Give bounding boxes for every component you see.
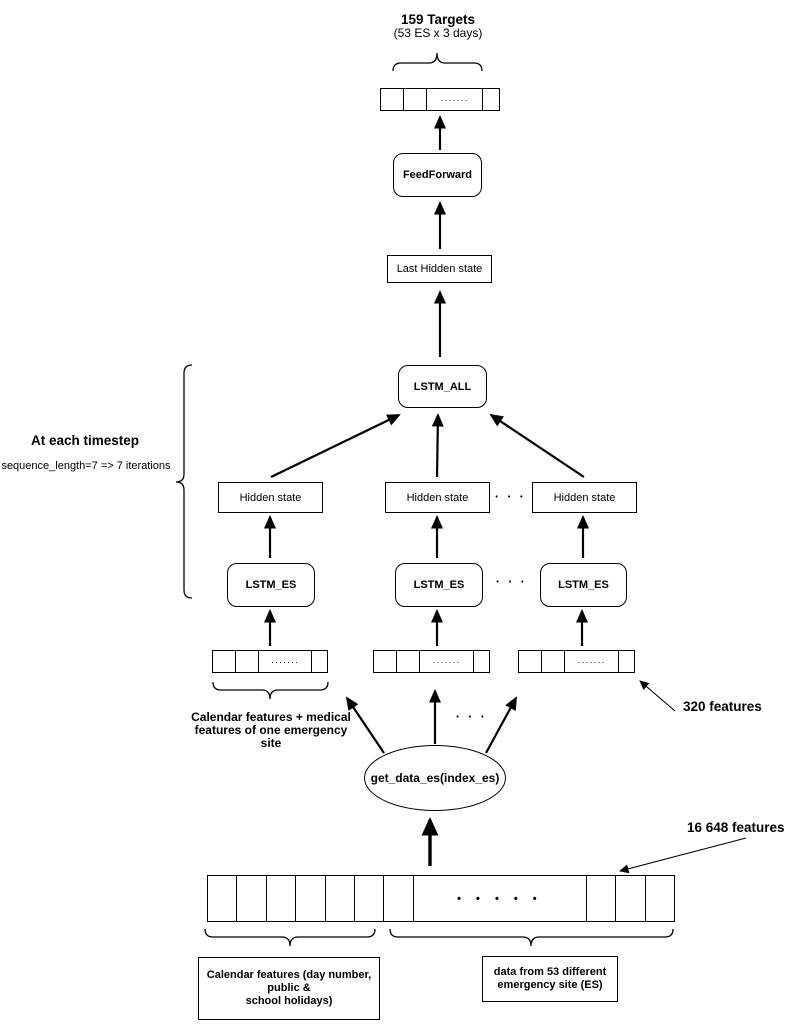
calendar-legend-line2: school holidays) xyxy=(245,995,333,1007)
arrow-320-features-pointer xyxy=(639,680,676,712)
vector-cell xyxy=(374,651,397,672)
timestep-title: At each timestep xyxy=(30,433,140,448)
vector-cell xyxy=(519,651,542,672)
vector-cell xyxy=(384,876,414,921)
vector-cell xyxy=(646,876,674,921)
es-data-legend-box: data from 53 different emergency site (E… xyxy=(482,956,618,1002)
brace-vector1 xyxy=(212,681,329,700)
vector-dots: ······· xyxy=(259,651,312,672)
vector-cell xyxy=(312,651,327,672)
vector-cell xyxy=(397,651,420,672)
feature-vector-2: ······· xyxy=(373,650,490,673)
brace-es-data-part xyxy=(389,928,674,947)
calendar-medical-caption-line2: features of one emergency site xyxy=(194,723,348,750)
arrow-getdata-to-vector3 xyxy=(485,696,517,754)
hidden-row-ellipsis: • • • xyxy=(495,494,527,501)
vector-cell xyxy=(542,651,565,672)
calendar-legend-box: Calendar features (day number, public & … xyxy=(198,957,380,1020)
vector-cell xyxy=(381,89,404,110)
es-data-legend-line1: data from 53 different xyxy=(493,966,607,978)
hidden-state-node-3: Hidden state xyxy=(532,482,637,513)
fanout-ellipsis: • • • xyxy=(456,714,488,721)
vector-dots: ······· xyxy=(420,651,474,672)
vector-cell xyxy=(616,876,646,921)
lstm-es-node-3: LSTM_ES xyxy=(540,563,627,607)
vector-cell xyxy=(587,876,616,921)
lstm-es-node-2: LSTM_ES xyxy=(395,563,483,607)
vector-dots: ······· xyxy=(565,651,619,672)
vector-cell xyxy=(213,651,236,672)
vector-cell xyxy=(355,876,385,921)
input-vector: • • • • • xyxy=(207,875,675,922)
vector-dots: ······· xyxy=(427,89,483,110)
timestep-detail: sequence_length=7 => 7 iterations xyxy=(1,460,171,472)
feedforward-node: FeedForward xyxy=(393,153,482,197)
lstm-es-node-1: LSTM_ES xyxy=(227,563,315,607)
vector-cell xyxy=(326,876,355,921)
calendar-legend-line1: Calendar features (day number, public & xyxy=(206,969,372,994)
vector-cell xyxy=(483,89,499,110)
vector-cell xyxy=(474,651,489,672)
feature-vector-3: ······· xyxy=(518,650,635,673)
get-data-es-node: get_data_es(index_es) xyxy=(364,745,506,811)
features-16648-label: 16 648 features xyxy=(687,820,785,835)
brace-calendar-part xyxy=(204,928,376,947)
lstm-es-row-ellipsis: • • • xyxy=(496,579,528,586)
vector-cell xyxy=(237,876,267,921)
vector-dots: • • • • • xyxy=(414,876,587,921)
vector-cell xyxy=(236,651,259,672)
targets-title: 159 Targets xyxy=(400,12,476,27)
target-vector: ······· xyxy=(380,88,500,111)
arrow-hidden3-to-lstmall xyxy=(489,413,585,478)
arrow-16648-features-pointer xyxy=(619,837,747,874)
targets-subtitle: (53 ES x 3 days) xyxy=(393,26,483,40)
arrow-hidden1-to-lstmall xyxy=(270,414,401,478)
vector-cell xyxy=(296,876,326,921)
es-data-legend-line2: emergency site (ES) xyxy=(497,979,603,991)
hidden-state-node-2: Hidden state xyxy=(385,482,490,513)
features-320-label: 320 features xyxy=(683,699,762,714)
brace-timestep xyxy=(175,364,193,599)
calendar-medical-caption-line1: Calendar features + medical xyxy=(191,710,351,724)
hidden-state-node-1: Hidden state xyxy=(218,482,323,513)
lstm-all-node: LSTM_ALL xyxy=(398,365,487,408)
vector-cell xyxy=(404,89,427,110)
vector-cell xyxy=(619,651,634,672)
last-hidden-state-node: Last Hidden state xyxy=(387,255,492,283)
brace-targets xyxy=(392,52,483,72)
vector-cell xyxy=(208,876,238,921)
calendar-medical-caption: Calendar features + medical features of … xyxy=(186,711,356,750)
arrow-hidden2-to-lstmall xyxy=(431,413,444,478)
feature-vector-1: ······· xyxy=(212,650,328,673)
vector-cell xyxy=(267,876,297,921)
